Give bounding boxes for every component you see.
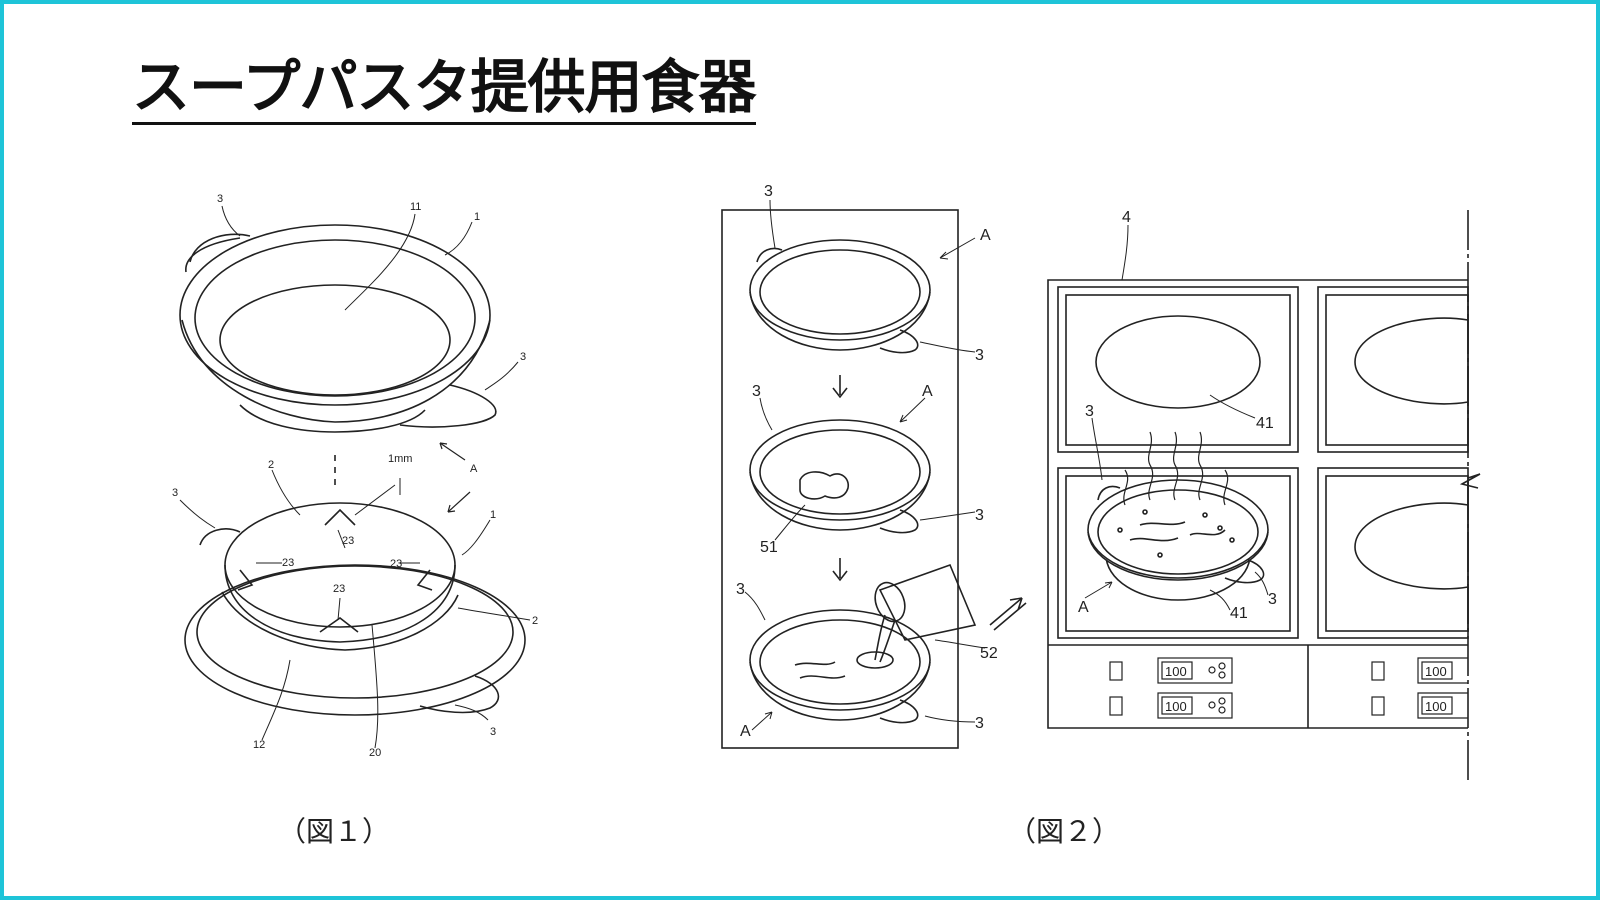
fig1-upper-bowl bbox=[179, 224, 497, 433]
fig2-pouring-cup bbox=[874, 563, 977, 663]
fig2-left-leaders bbox=[744, 199, 986, 731]
slide-title: スープパスタ提供用食器 bbox=[132, 52, 757, 125]
fig2-label: 3 bbox=[764, 183, 773, 200]
figure1-caption: （図１） bbox=[278, 815, 391, 848]
fig1-label: 1mm bbox=[388, 453, 412, 465]
fig2-label: 3 bbox=[975, 347, 984, 364]
fig1-label: 3 bbox=[520, 351, 526, 363]
fig2-right-arrow bbox=[989, 597, 1027, 631]
burner-cell bbox=[1317, 467, 1469, 639]
fig2-label: 4 bbox=[1122, 209, 1131, 226]
fig1-label: 2 bbox=[532, 615, 538, 627]
fig2-label: 3 bbox=[975, 715, 984, 732]
fig1-label: 23 bbox=[342, 535, 354, 547]
figure2-drawing: 3 A 3 3 A 3 51 3 52 A 3 bbox=[721, 183, 1481, 780]
fig2-label: 41 bbox=[1256, 415, 1274, 432]
figure1-drawing: 3 11 1 3 2 1mm A 3 1 23 23 23 23 2 12 20… bbox=[172, 193, 538, 759]
fig2-cooking-bowl bbox=[1087, 479, 1269, 601]
fig2-label: 3 bbox=[1268, 591, 1277, 608]
fig2-label: A bbox=[1078, 599, 1089, 616]
fig1-label: 1 bbox=[490, 509, 496, 521]
fig1-notch-top bbox=[324, 508, 356, 526]
fig2-label: 51 bbox=[760, 539, 778, 556]
fig1-notch-left bbox=[237, 569, 254, 591]
fig2-step2-bowl bbox=[749, 419, 931, 534]
display-value: 100 bbox=[1165, 664, 1187, 679]
display-value: 100 bbox=[1165, 699, 1187, 714]
fig2-label: 41 bbox=[1230, 605, 1248, 622]
fig2-label: A bbox=[922, 383, 933, 400]
display-value: 100 bbox=[1425, 699, 1447, 714]
fig2-label: 52 bbox=[980, 645, 998, 662]
fig1-label: 23 bbox=[282, 557, 294, 569]
fig2-steps-panel bbox=[721, 209, 959, 749]
fig1-label: 11 bbox=[410, 201, 421, 213]
fig2-label: 3 bbox=[736, 581, 745, 598]
fig1-label: 3 bbox=[172, 487, 178, 499]
fig2-label: A bbox=[980, 227, 991, 244]
fig1-label: 12 bbox=[253, 739, 265, 751]
fig2-down-arrow-1 bbox=[832, 375, 848, 399]
fig1-label: A bbox=[470, 463, 478, 475]
fig1-label: 3 bbox=[490, 726, 496, 738]
fig1-label: 23 bbox=[333, 583, 345, 595]
fig1-label: 23 bbox=[390, 558, 402, 570]
burner-cell bbox=[1317, 286, 1469, 453]
fig2-step1-bowl bbox=[749, 239, 931, 354]
fig1-label: 1 bbox=[474, 211, 480, 223]
fig1-label: 3 bbox=[217, 193, 223, 205]
fig2-pasta bbox=[799, 471, 850, 500]
burner-cell bbox=[1057, 286, 1299, 453]
fig2-steam bbox=[1123, 431, 1229, 506]
fig2-label: 3 bbox=[975, 507, 984, 524]
fig1-lower-bowl bbox=[184, 478, 526, 716]
fig2-controls bbox=[1109, 657, 1468, 719]
fig2-right-leaders bbox=[1084, 224, 1269, 611]
fig2-step3-bowl bbox=[749, 609, 931, 724]
fig1-arrows bbox=[439, 442, 471, 513]
fig1-label: 20 bbox=[369, 747, 381, 759]
fig2-down-arrow-2 bbox=[832, 558, 848, 582]
figure2-caption: （図２） bbox=[1008, 815, 1121, 848]
fig2-cooktop: 100 100 100 100 bbox=[1047, 210, 1481, 780]
fig1-leaders bbox=[179, 205, 531, 749]
burner-cell bbox=[1057, 467, 1299, 639]
fig2-label: 3 bbox=[1085, 403, 1094, 420]
fig1-notch-bottom bbox=[319, 617, 359, 633]
fig2-label: A bbox=[740, 723, 751, 740]
fig1-label: 2 bbox=[268, 459, 274, 471]
fig1-notch-right bbox=[416, 569, 433, 591]
display-value: 100 bbox=[1425, 664, 1447, 679]
fig2-label: 3 bbox=[752, 383, 761, 400]
